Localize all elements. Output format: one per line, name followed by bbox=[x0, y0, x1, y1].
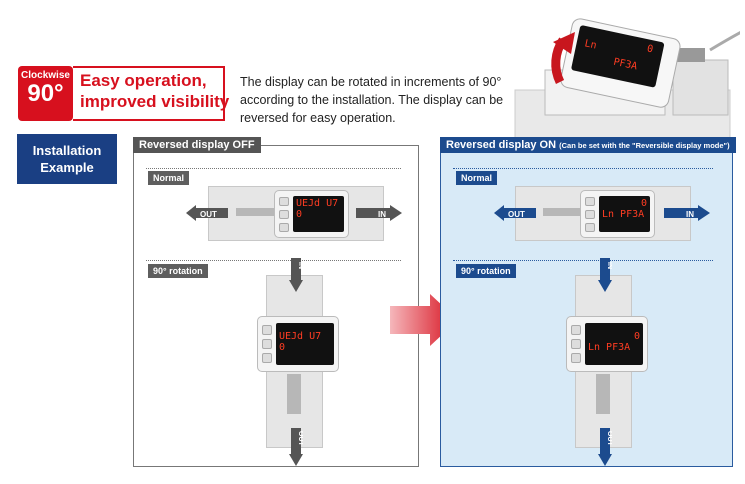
installation-label-line-2: Example bbox=[40, 160, 94, 175]
fitting bbox=[596, 374, 610, 414]
device-button bbox=[262, 325, 272, 335]
device-button bbox=[262, 339, 272, 349]
out-label: OUT bbox=[297, 431, 303, 447]
headline-line-1: Easy operation, bbox=[80, 71, 207, 90]
in-arrow-icon: IN bbox=[664, 205, 710, 221]
headline-line-2: improved visibility bbox=[80, 92, 230, 111]
display-bottom-text: 0 bbox=[279, 342, 286, 353]
display-top-text: 0 bbox=[633, 331, 640, 342]
device-button bbox=[571, 353, 581, 363]
display-top-text: UEJd U7 bbox=[279, 331, 322, 342]
out-arrow-icon: OUT bbox=[494, 205, 536, 221]
headline-frame bbox=[73, 66, 225, 121]
pressure-switch: 0 Ln PF3A bbox=[580, 190, 655, 238]
device-button bbox=[279, 197, 289, 206]
badge-big-text: 90° bbox=[27, 80, 64, 107]
divider bbox=[453, 168, 713, 169]
device-button bbox=[279, 223, 289, 232]
fitting bbox=[236, 208, 274, 216]
device-button bbox=[279, 210, 289, 219]
out-arrow-icon: OUT bbox=[598, 428, 612, 466]
display-bottom-text: 0 bbox=[296, 209, 303, 220]
divider bbox=[146, 168, 401, 169]
in-arrow-icon: IN bbox=[598, 258, 612, 292]
in-label: IN bbox=[378, 210, 386, 219]
display-bottom-text: Ln PF3A bbox=[588, 342, 631, 353]
pressure-switch: 0 Ln PF3A bbox=[566, 316, 648, 372]
panel-off-normal-tag: Normal bbox=[148, 171, 190, 185]
description: The display can be rotated in increments… bbox=[240, 75, 504, 125]
device-display: UEJd U7 0 bbox=[293, 196, 344, 232]
out-arrow-icon: OUT bbox=[289, 428, 303, 466]
photo-display-left: Ln bbox=[584, 38, 598, 51]
display-bottom-text: Ln PF3A bbox=[602, 209, 645, 220]
in-label: IN bbox=[606, 262, 612, 269]
device-button bbox=[571, 325, 581, 335]
device-button bbox=[585, 210, 595, 219]
out-label: OUT bbox=[606, 431, 612, 447]
installation-example-label: Installation Example bbox=[17, 134, 117, 184]
installation-label-line-1: Installation bbox=[32, 143, 102, 158]
pressure-switch: UEJd U7 0 bbox=[274, 190, 349, 238]
device-display: 0 Ln PF3A bbox=[585, 323, 643, 365]
panel-on-normal-tag: Normal bbox=[456, 171, 498, 185]
in-label: IN bbox=[686, 210, 694, 219]
device-button bbox=[262, 353, 272, 363]
out-label: OUT bbox=[508, 210, 525, 219]
in-arrow-icon: IN bbox=[289, 258, 303, 292]
display-top-text: 0 bbox=[640, 198, 647, 209]
device-display: 0 Ln PF3A bbox=[599, 196, 650, 232]
rotate-arrowhead-icon bbox=[553, 32, 575, 54]
fitting bbox=[543, 208, 581, 216]
in-label: IN bbox=[297, 262, 303, 269]
product-photo: Ln PF3A 0 bbox=[514, 18, 740, 138]
device-button bbox=[585, 223, 595, 232]
divider bbox=[146, 260, 401, 261]
badge-small-text: Clockwise bbox=[21, 70, 70, 81]
out-arrow-icon: OUT bbox=[186, 205, 228, 221]
out-label: OUT bbox=[200, 210, 217, 219]
panel-off-rotation-tag: 90° rotation bbox=[148, 264, 208, 278]
pressure-switch: UEJd U7 0 bbox=[257, 316, 339, 372]
panel-on-subtitle: (Can be set with the "Reversible display… bbox=[559, 141, 730, 150]
photo-display-right: PF3A bbox=[612, 57, 638, 73]
photo-display-top-right: 0 bbox=[646, 43, 654, 55]
in-arrow-icon: IN bbox=[356, 205, 402, 221]
device-display: UEJd U7 0 bbox=[276, 323, 334, 365]
headline: Easy operation, improved visibility bbox=[80, 70, 229, 112]
clockwise-badge: Clockwise 90° bbox=[18, 66, 73, 121]
fitting bbox=[287, 374, 301, 414]
panel-on-title-text: Reversed display ON bbox=[446, 139, 557, 151]
panel-off-title: Reversed display OFF bbox=[133, 137, 261, 153]
panel-on-rotation-tag: 90° rotation bbox=[456, 264, 516, 278]
device-button bbox=[571, 339, 581, 349]
panel-on-title: Reversed display ON (Can be set with the… bbox=[440, 137, 736, 153]
divider bbox=[453, 260, 713, 261]
display-top-text: UEJd U7 bbox=[296, 198, 339, 209]
device-button bbox=[585, 197, 595, 206]
